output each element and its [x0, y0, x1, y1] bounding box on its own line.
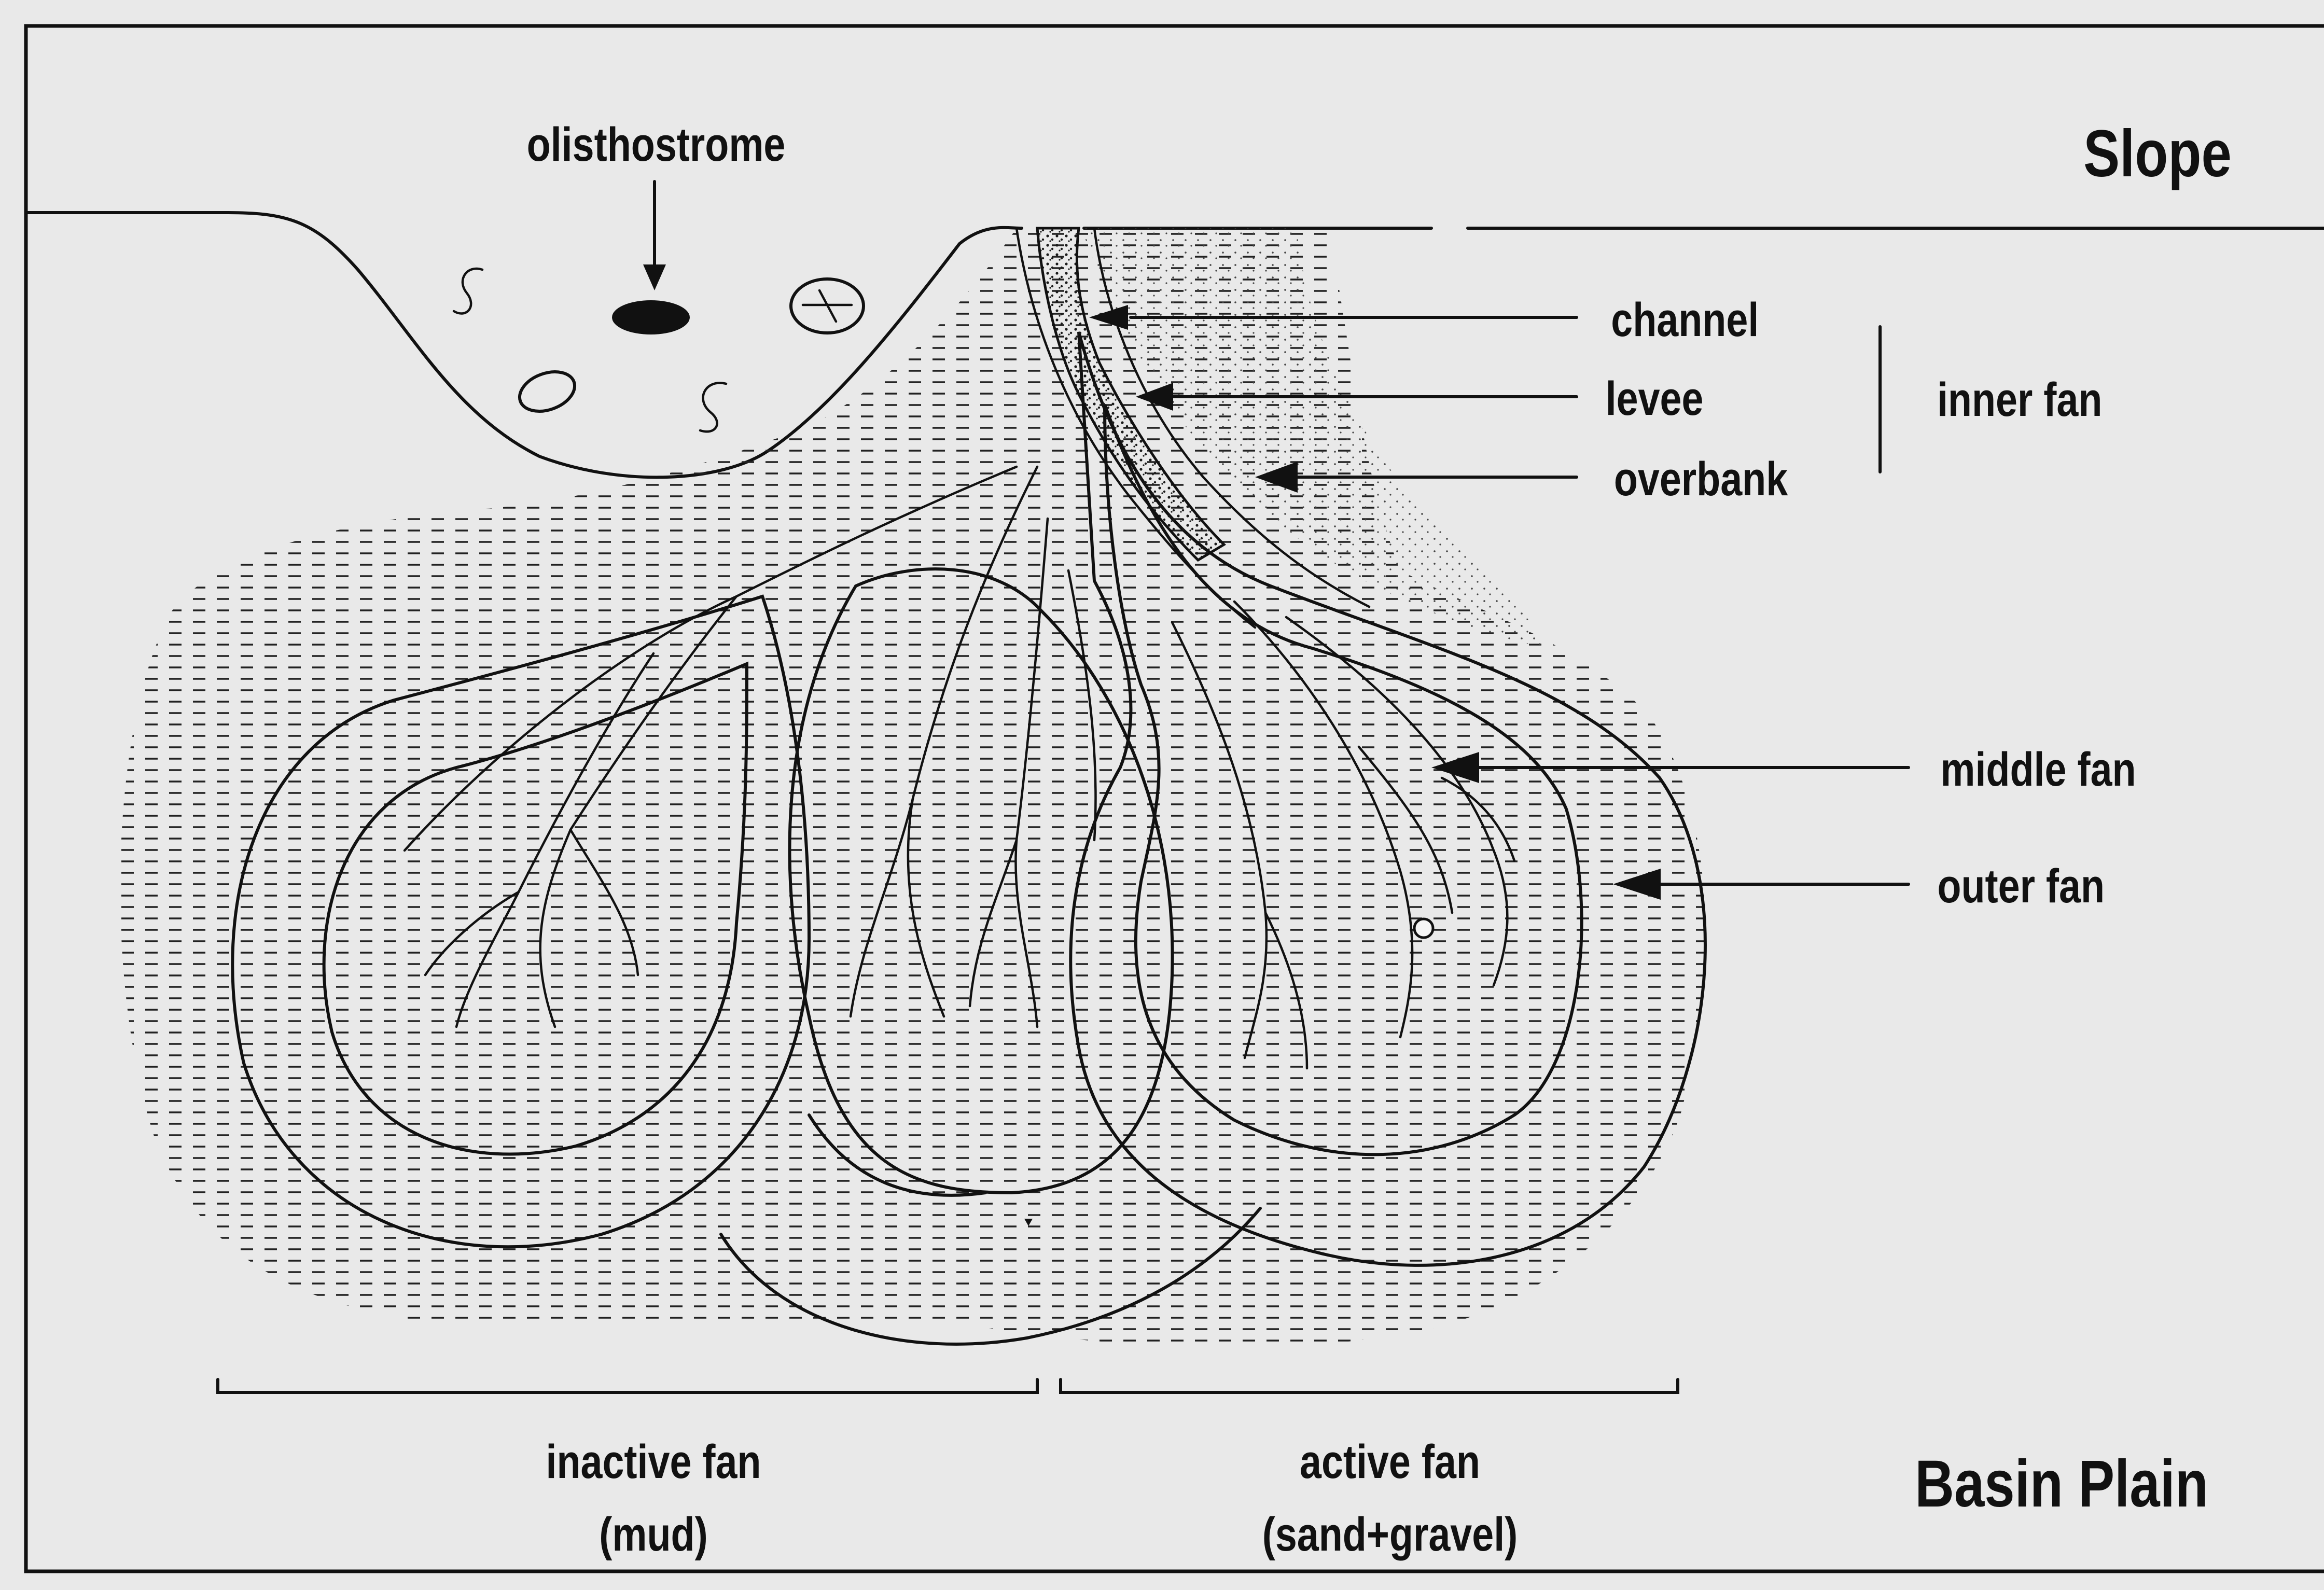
inactive-fan-note: (mud)	[599, 1508, 707, 1561]
active-fan-label: active fan	[1300, 1435, 1480, 1488]
basin-plain-label: Basin Plain	[1915, 1446, 2208, 1521]
middle-fan-label: middle fan	[1940, 743, 2136, 796]
channel-label: channel	[1611, 293, 1759, 346]
inner-fan-label: inner fan	[1937, 373, 2102, 426]
slope-label: Slope	[2083, 116, 2232, 190]
active-fan-note: (sand+gravel)	[1262, 1508, 1518, 1561]
overbank-label: overbank	[1614, 452, 1788, 506]
inactive-fan-label: inactive fan	[546, 1435, 761, 1488]
levee-label: levee	[1606, 372, 1704, 425]
outer-fan-label: outer fan	[1937, 859, 2105, 913]
active-fan-highlights	[1414, 919, 1433, 938]
olisthostrome-label: olisthostrome	[527, 118, 786, 171]
